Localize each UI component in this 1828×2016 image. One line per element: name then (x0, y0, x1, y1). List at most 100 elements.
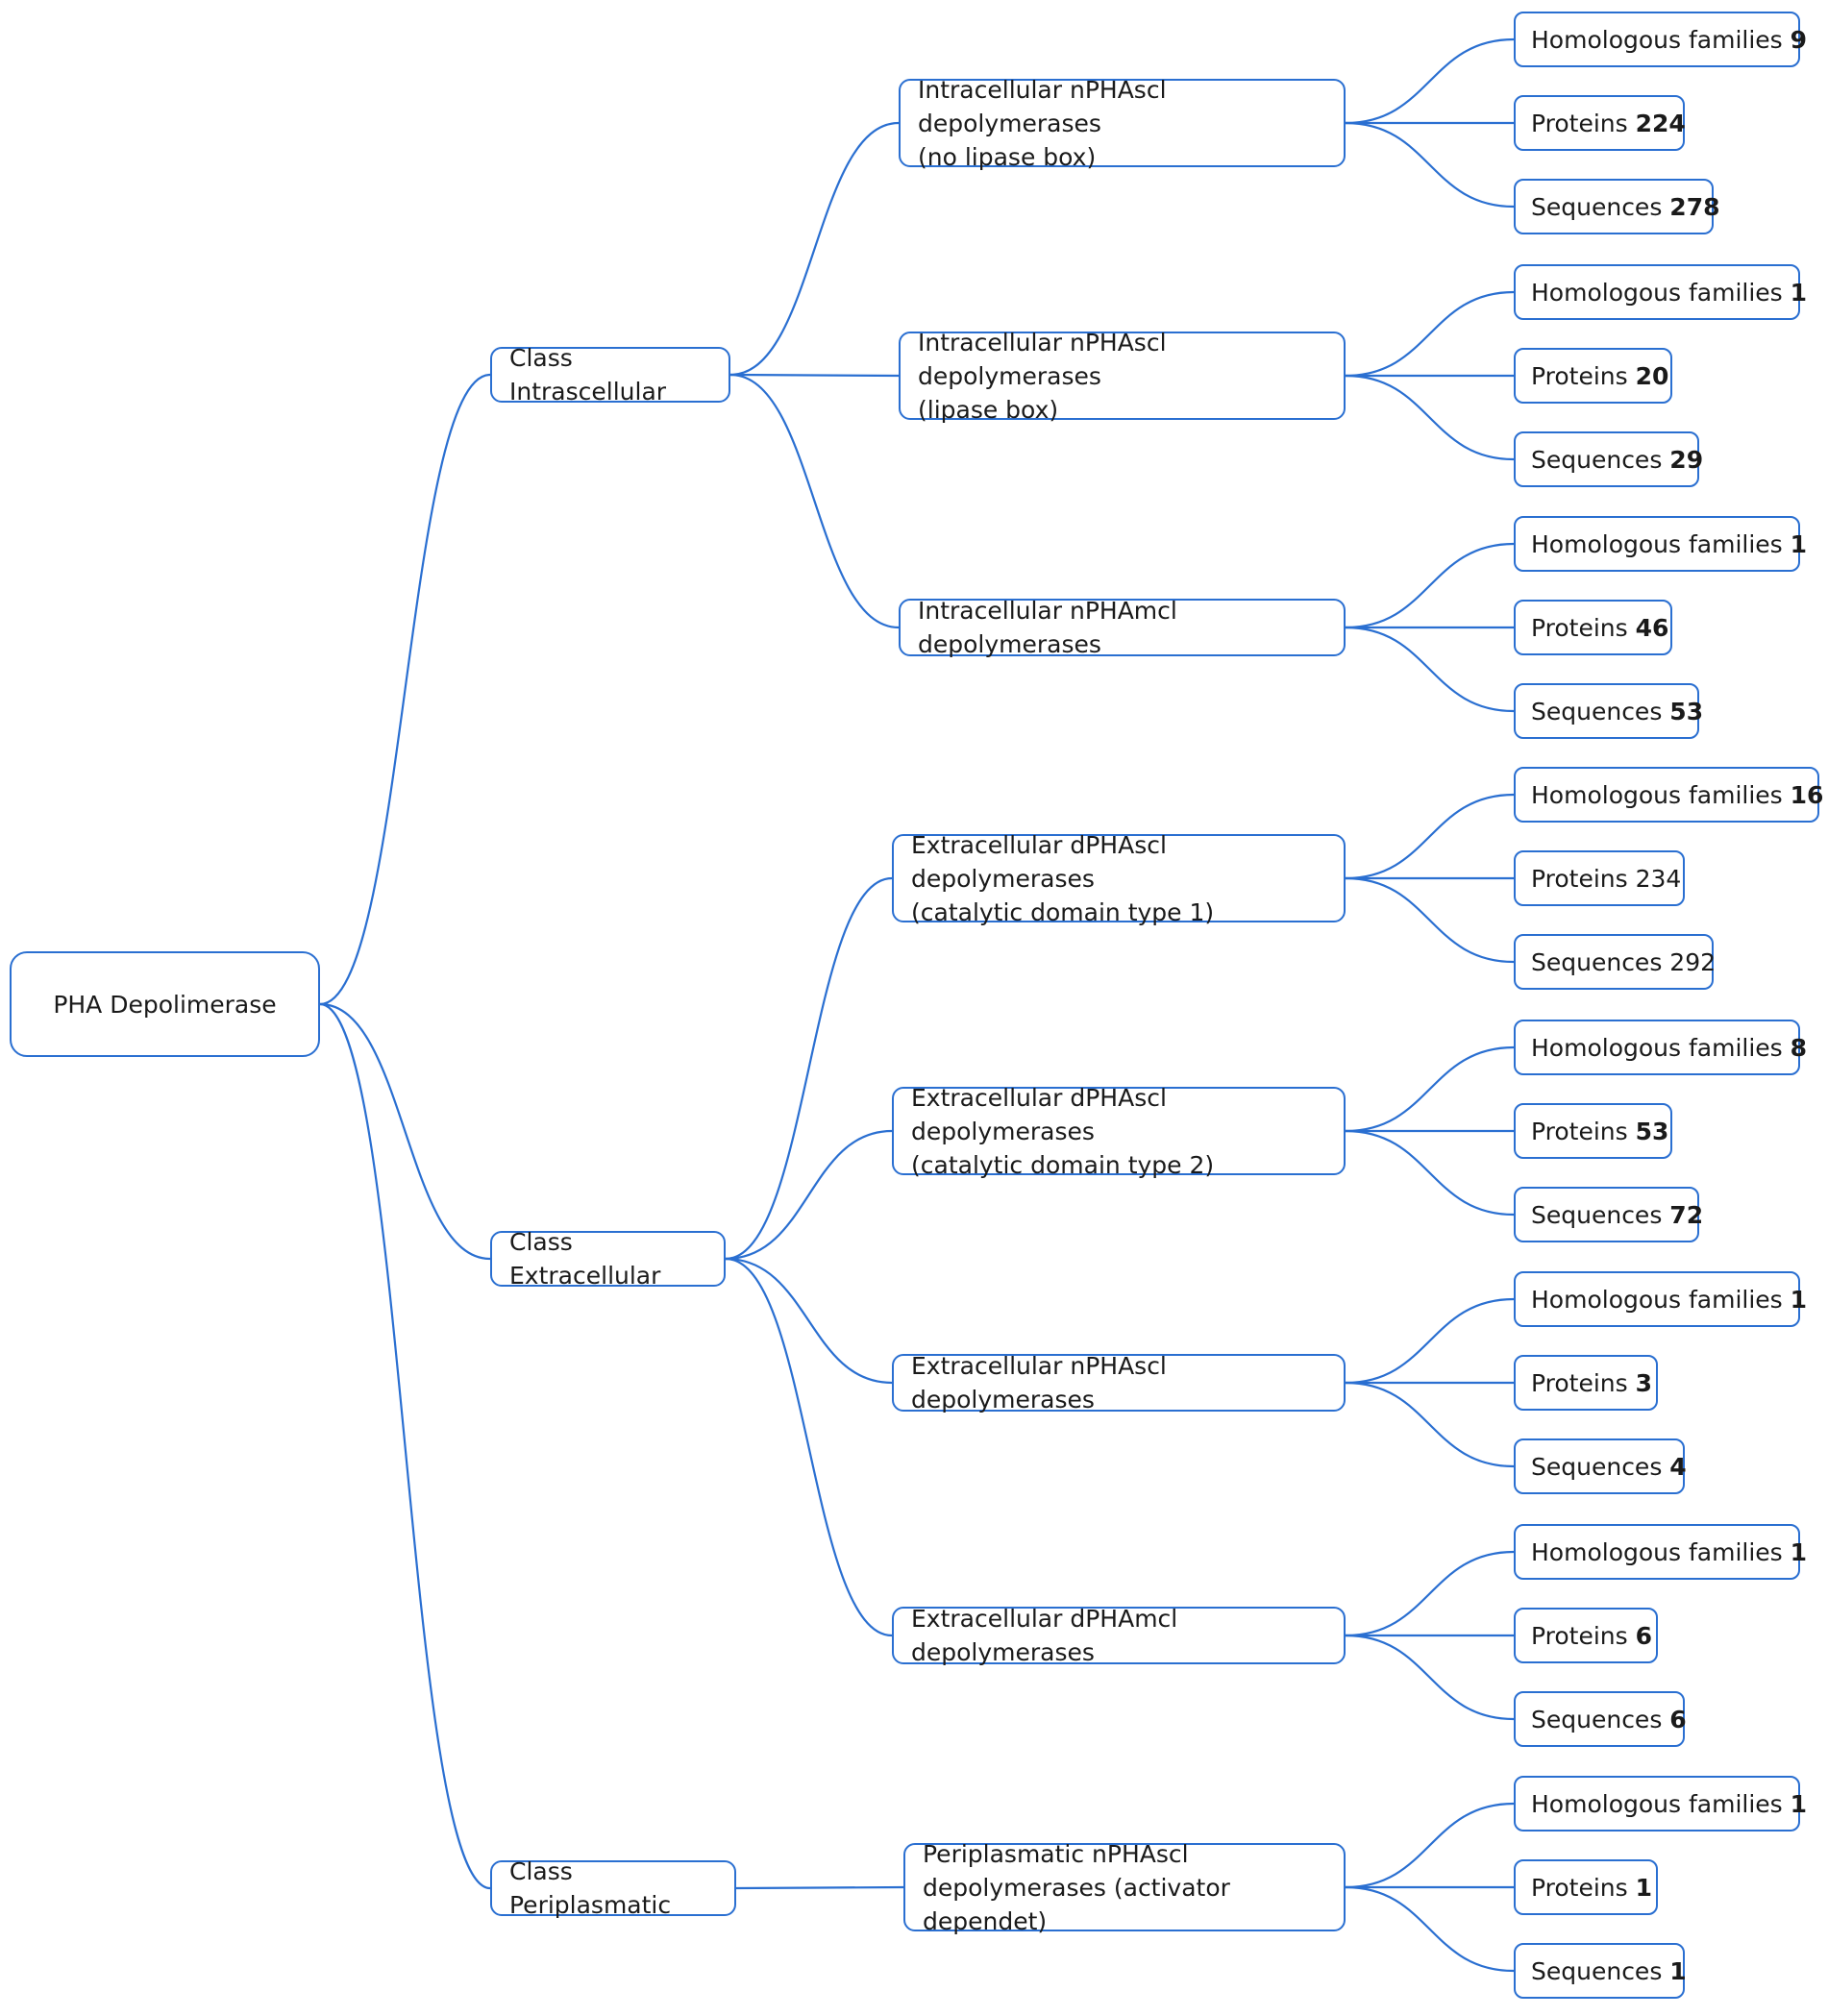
stat-label: Homologous families (1531, 1789, 1791, 1818)
stat-value: 8 (1790, 1033, 1808, 1062)
group-node: Extracellular dPHAscl depolymerases (cat… (892, 831, 1346, 926)
stat-label: Homologous families (1531, 529, 1791, 558)
class-periplasmatic-node: Class Periplasmatic (490, 1857, 736, 1919)
stat-proteins-node: Proteins 224 (1514, 95, 1686, 151)
stat-label: Proteins (1531, 361, 1636, 390)
class-to-group-connector (729, 121, 900, 377)
group-label: Intracellular nPHAscl depolymerases (lip… (918, 328, 1167, 424)
stat-proteins-node: Proteins 3 (1514, 1355, 1658, 1411)
stat-value: 46 (1635, 613, 1669, 642)
class-intracellular-node: Class Intrascellular (490, 344, 730, 406)
group-to-stat-connector (1345, 542, 1515, 629)
class-label: Class Extracellular (509, 1228, 661, 1290)
stat-sequences-node: Sequences 6 (1514, 1691, 1687, 1747)
group-node: Intracellular nPHAscl depolymerases (lip… (899, 329, 1346, 424)
group-to-stat-connector (1345, 626, 1515, 713)
group-node: Extracellular nPHAscl depolymerases (892, 1352, 1346, 1414)
stat-sequences-node: Sequences 1 (1514, 1943, 1687, 1999)
group-label: Intracellular nPHAmcl depolymerases (918, 597, 1177, 658)
stat-sequences-node: Sequences 72 (1514, 1187, 1703, 1242)
stat-homologous-families-node: Homologous families 1 (1514, 516, 1807, 572)
group-node: Intracellular nPHAscl depolymerases (no … (899, 76, 1346, 171)
class-to-group-connector (725, 1257, 893, 1637)
stat-label: Sequences (1531, 947, 1670, 976)
stat-value: 53 (1669, 697, 1704, 725)
stat-homologous-families-node: Homologous families 16 (1514, 767, 1823, 823)
group-label: Extracellular nPHAscl depolymerases (911, 1352, 1167, 1414)
class-label: Class Periplasmatic (509, 1857, 672, 1919)
stat-label: Proteins (1531, 864, 1636, 893)
stat-value: 72 (1669, 1200, 1704, 1229)
group-to-stat-connector (1345, 1634, 1515, 1721)
stat-value: 20 (1635, 361, 1669, 390)
stat-sequences-node: Sequences 53 (1514, 683, 1703, 739)
group-node: Extracellular dPHAscl depolymerases (cat… (892, 1084, 1346, 1179)
group-to-stat-connector (1345, 1045, 1515, 1133)
stat-homologous-families-node: Homologous families 1 (1514, 264, 1807, 320)
group-to-stat-connector (1345, 1129, 1515, 1217)
stat-label: Homologous families (1531, 25, 1791, 54)
stat-label: Proteins (1531, 109, 1636, 137)
stat-label: Homologous families (1531, 780, 1791, 809)
class-to-group-connector (725, 1257, 893, 1385)
group-label: Periplasmatic nPHAscl depolymerases (act… (923, 1839, 1230, 1935)
group-to-stat-connector (1345, 121, 1515, 209)
group-label: Extracellular dPHAmcl depolymerases (911, 1605, 1178, 1666)
stat-label: Proteins (1531, 1368, 1636, 1397)
stat-value: 1 (1790, 529, 1808, 558)
stat-value: 234 (1635, 864, 1682, 893)
stat-value: 1 (1790, 1537, 1808, 1566)
root-to-class-connector (319, 373, 491, 1006)
stat-label: Sequences (1531, 445, 1670, 474)
group-to-stat-connector (1345, 1802, 1515, 1889)
stat-label: Homologous families (1531, 278, 1791, 307)
class-to-group-connector (725, 876, 893, 1261)
stat-label: Proteins (1531, 1117, 1636, 1145)
stat-label: Sequences (1531, 1200, 1670, 1229)
stat-value: 4 (1669, 1452, 1687, 1481)
stat-label: Proteins (1531, 1873, 1636, 1902)
stat-proteins-node: Proteins 53 (1514, 1103, 1672, 1159)
group-to-stat-connector (1345, 290, 1515, 378)
class-to-group-connector (729, 373, 900, 378)
group-node: Intracellular nPHAmcl depolymerases (899, 597, 1346, 658)
group-to-stat-connector (1345, 37, 1515, 125)
stat-value: 224 (1635, 109, 1686, 137)
class-extracellular-node: Class Extracellular (490, 1228, 726, 1290)
stat-sequences-node: Sequences 29 (1514, 431, 1703, 487)
stat-value: 1 (1790, 1285, 1808, 1314)
stat-sequences-node: Sequences 278 (1514, 179, 1719, 234)
root-to-class-connector (319, 1002, 491, 1890)
group-to-stat-connector (1345, 1381, 1515, 1468)
stat-value: 6 (1635, 1621, 1653, 1650)
stat-value: 53 (1635, 1117, 1669, 1145)
stat-value: 16 (1790, 780, 1824, 809)
stat-value: 9 (1790, 25, 1808, 54)
root-node: PHA Depolimerase (10, 951, 320, 1057)
stat-value: 1 (1790, 1789, 1808, 1818)
group-to-stat-connector (1345, 1550, 1515, 1637)
stat-homologous-families-node: Homologous families 1 (1514, 1271, 1807, 1327)
stat-value: 29 (1669, 445, 1704, 474)
stat-label: Proteins (1531, 613, 1636, 642)
group-node: Periplasmatic nPHAscl depolymerases (act… (903, 1840, 1346, 1935)
group-to-stat-connector (1345, 793, 1515, 880)
group-to-stat-connector (1345, 1297, 1515, 1385)
stat-homologous-families-node: Homologous families 8 (1514, 1020, 1807, 1075)
stat-label: Proteins (1531, 1621, 1636, 1650)
stat-value: 278 (1669, 192, 1720, 221)
stat-homologous-families-node: Homologous families 9 (1514, 12, 1807, 67)
stat-value: 292 (1669, 947, 1717, 976)
root-to-class-connector (319, 1002, 491, 1261)
stat-proteins-node: Proteins 234 (1514, 850, 1685, 906)
class-to-group-connector (729, 373, 900, 629)
group-label: Extracellular dPHAscl depolymerases (cat… (911, 1083, 1215, 1179)
stat-value: 3 (1635, 1368, 1653, 1397)
stat-label: Sequences (1531, 1705, 1670, 1733)
stat-proteins-node: Proteins 20 (1514, 348, 1672, 404)
stat-proteins-node: Proteins 6 (1514, 1608, 1658, 1663)
group-to-stat-connector (1345, 1885, 1515, 1973)
stat-label: Homologous families (1531, 1033, 1791, 1062)
stat-homologous-families-node: Homologous families 1 (1514, 1524, 1807, 1580)
